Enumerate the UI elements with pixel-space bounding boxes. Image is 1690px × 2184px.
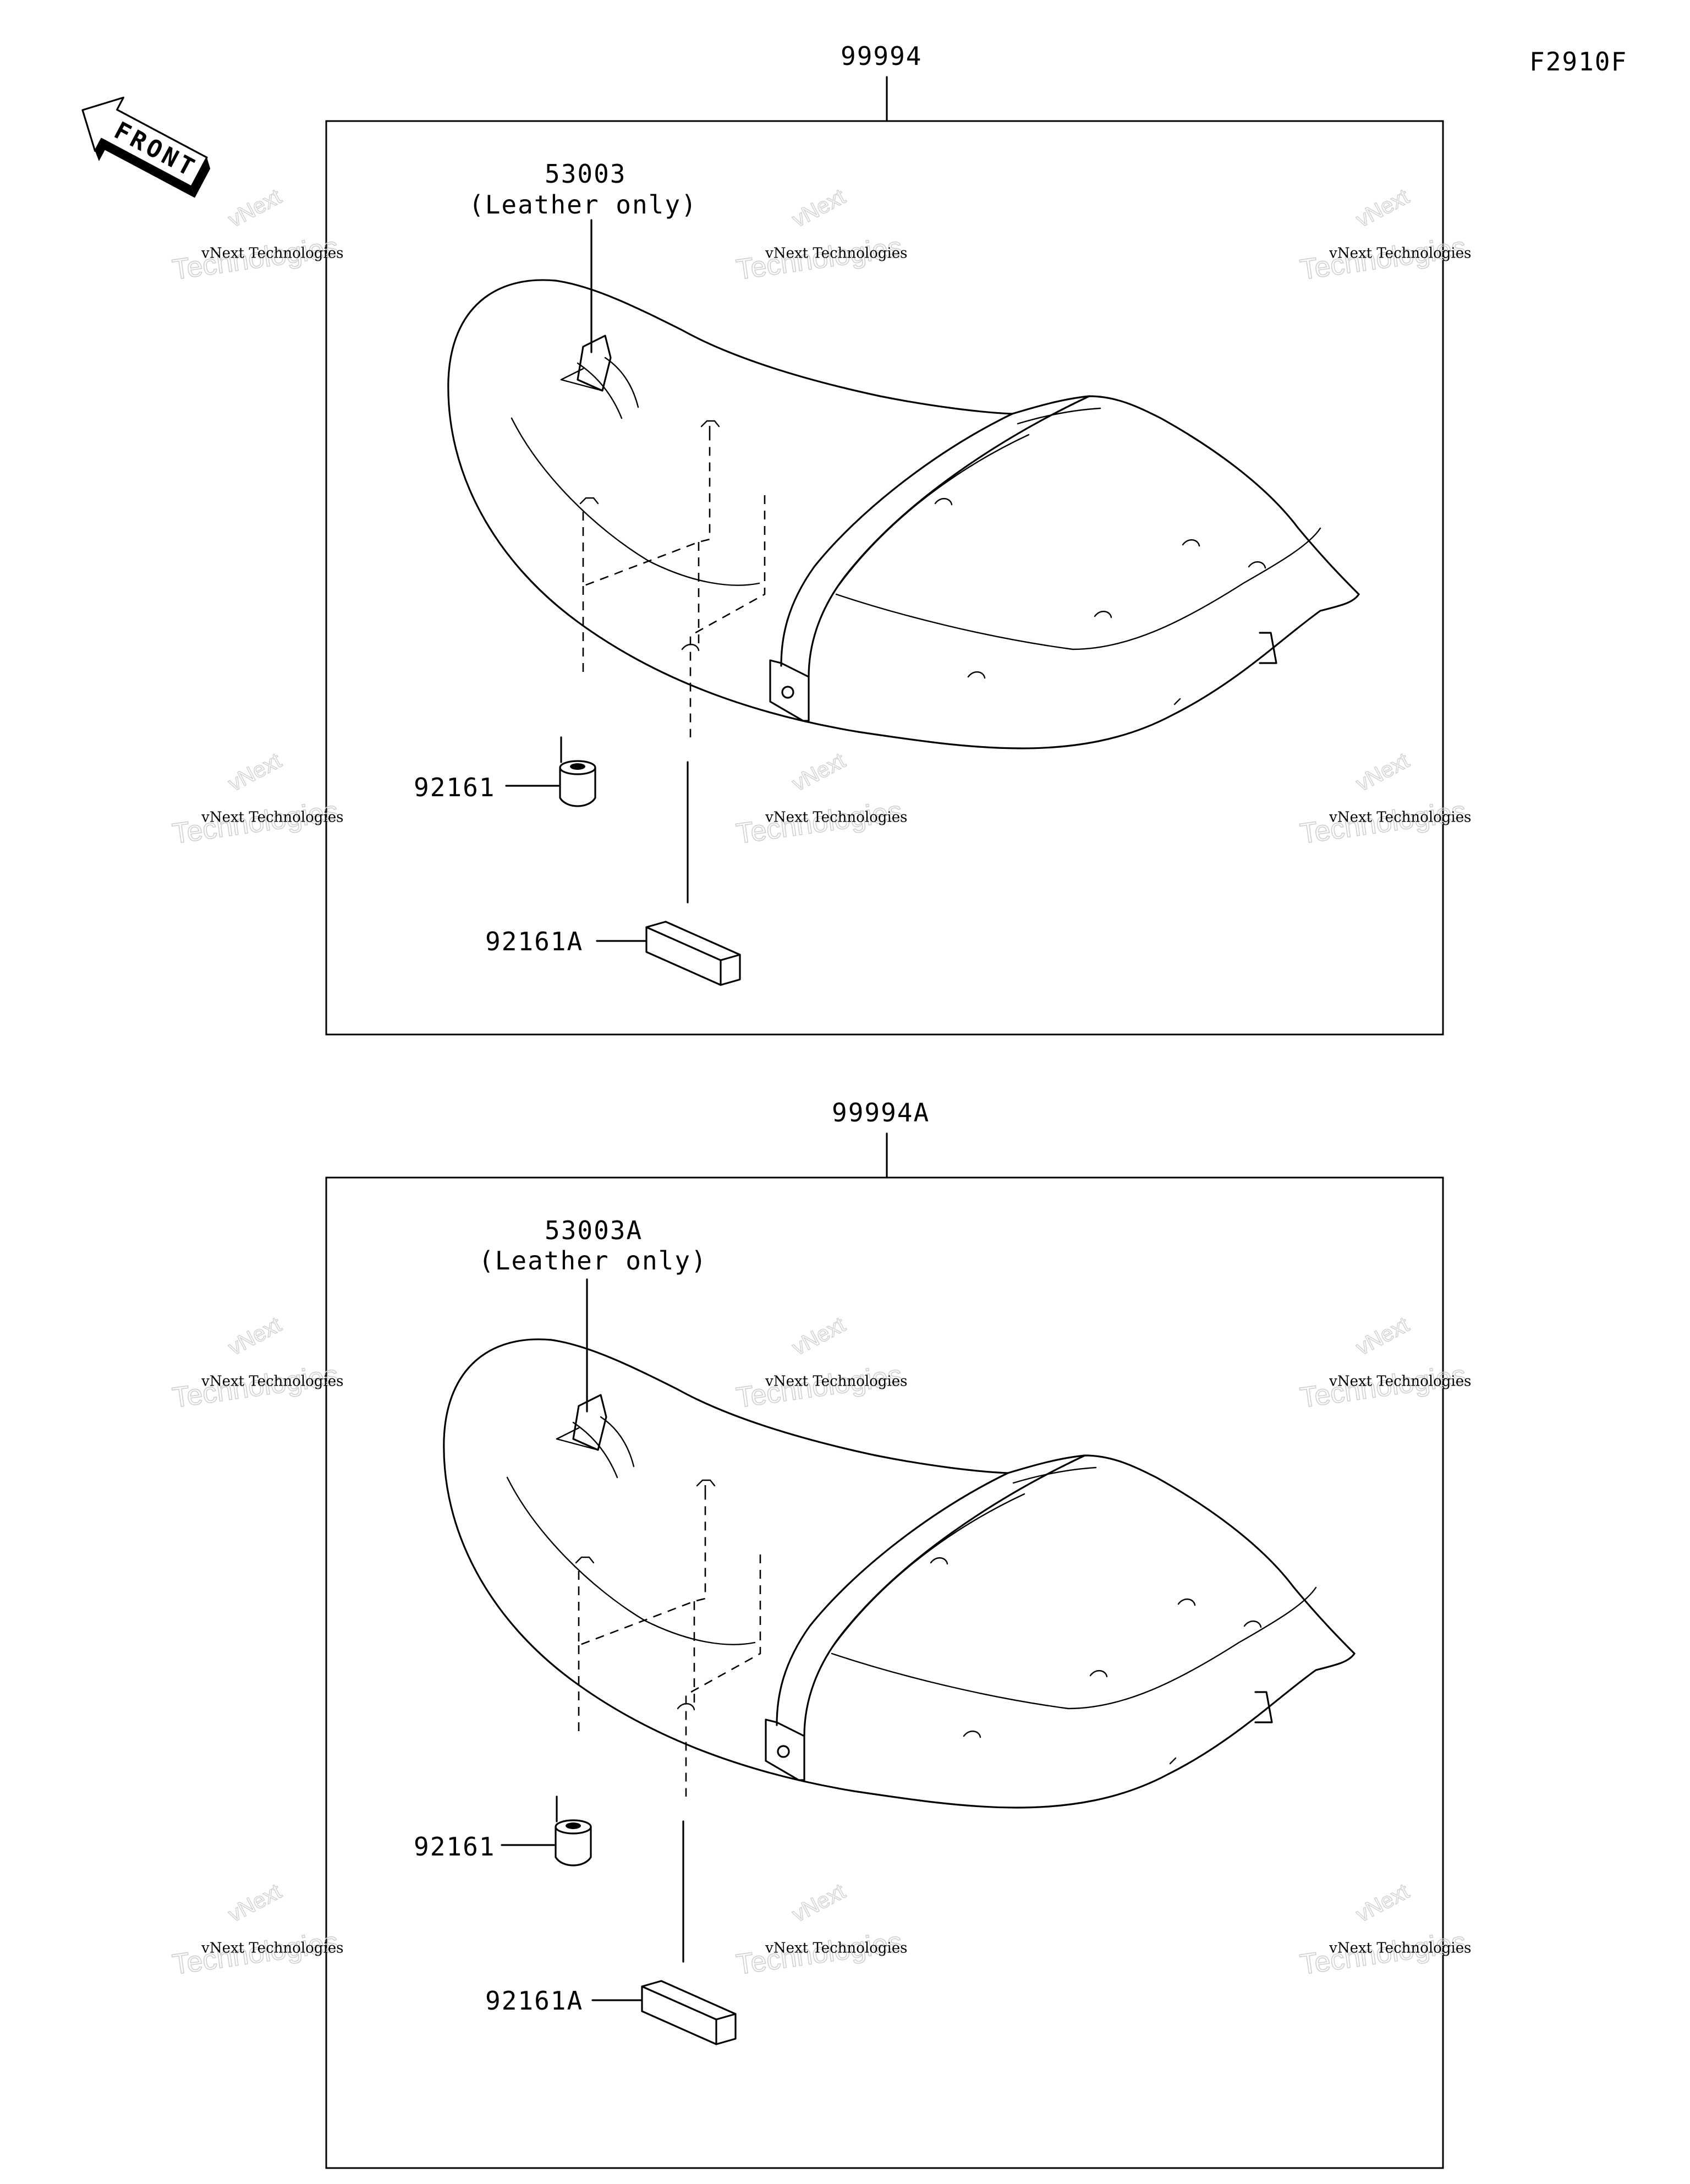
- watermark-vnext-technologies: vNext Technologies: [1329, 1373, 1471, 1390]
- watermark-vnext-technologies: vNext Technologies: [201, 1940, 343, 1957]
- front-direction-arrow-icon: FRONT: [81, 96, 211, 198]
- watermark-vnext: vNext: [788, 748, 849, 796]
- part-number-53003: 53003: [545, 159, 626, 189]
- assembly-number: 99994: [841, 41, 922, 71]
- watermark-vnext: vNext: [1352, 748, 1413, 796]
- watermark-vnext-technologies: vNext Technologies: [201, 1373, 343, 1390]
- watermark-vnext: vNext: [1352, 184, 1413, 232]
- part-number-92161A: 92161A: [485, 927, 583, 956]
- watermark-vnext: vNext: [224, 184, 286, 232]
- figure-code: F2910F: [1529, 47, 1627, 76]
- watermark-vnext-technologies: vNext Technologies: [201, 245, 343, 262]
- watermark-vnext-technologies: vNext Technologies: [1329, 245, 1471, 262]
- watermark-vnext: vNext: [224, 748, 286, 796]
- watermark-vnext: vNext: [1352, 1879, 1413, 1927]
- watermark-vnext: vNext: [788, 184, 849, 232]
- watermark-vnext: vNext: [788, 1312, 849, 1360]
- part-note-leather-only: (Leather only): [469, 190, 698, 220]
- watermark-vnext: vNext: [224, 1312, 286, 1360]
- watermark-vnext-technologies: vNext Technologies: [201, 809, 343, 826]
- panel-assembly-99994A: 99994A 53003A (Leather only) 92161 92161…: [325, 1098, 1444, 2169]
- watermark-vnext-technologies: vNext Technologies: [765, 245, 907, 262]
- panel-frame: [325, 1176, 1444, 2169]
- watermark-vnext-technologies: vNext Technologies: [1329, 809, 1471, 826]
- panel-frame: [325, 120, 1444, 1036]
- part-note-leather-only: (Leather only): [479, 1246, 707, 1276]
- watermark-vnext-technologies: vNext Technologies: [1329, 1940, 1471, 1957]
- watermark-vnext: vNext: [788, 1879, 849, 1927]
- assembly-number: 99994A: [832, 1098, 930, 1127]
- watermark-vnext-technologies: vNext Technologies: [765, 809, 907, 826]
- watermark-vnext: vNext: [224, 1879, 286, 1927]
- part-number-92161A: 92161A: [485, 1986, 583, 2016]
- part-number-92161: 92161: [414, 773, 495, 802]
- part-number-53003A: 53003A: [545, 1216, 643, 1245]
- panel-assembly-99994: 99994 53003 (Leather only) 92161 92161A: [325, 41, 1444, 1036]
- part-number-92161: 92161: [414, 1832, 495, 1862]
- watermark-vnext-technologies: vNext Technologies: [765, 1373, 907, 1390]
- watermark-vnext: vNext: [1352, 1312, 1413, 1360]
- watermark-vnext-technologies: vNext Technologies: [765, 1940, 907, 1957]
